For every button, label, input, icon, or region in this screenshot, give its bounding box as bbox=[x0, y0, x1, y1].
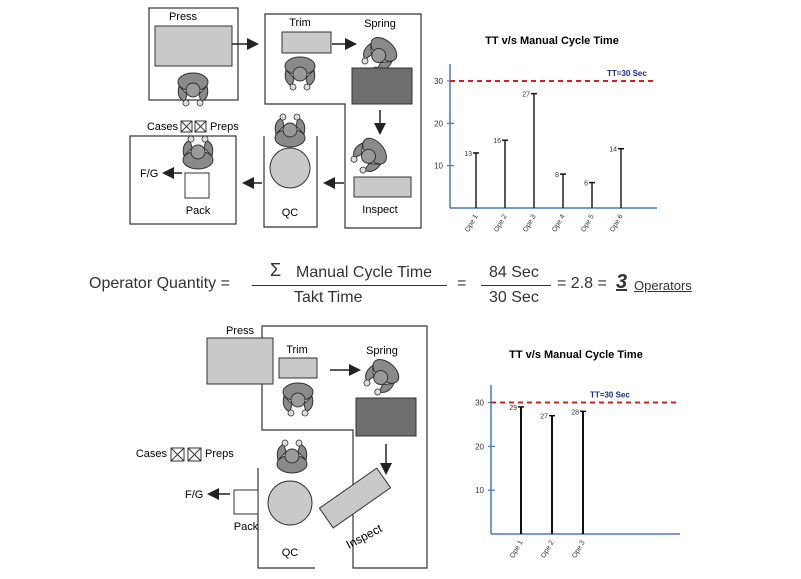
trim-spring-inspect-cell bbox=[264, 13, 422, 229]
qc-label: QC bbox=[282, 207, 299, 219]
spring-machine bbox=[351, 67, 413, 105]
case-icon bbox=[194, 120, 207, 133]
x-tick-label: Ope 5 bbox=[580, 213, 596, 233]
data-label: 28 bbox=[571, 409, 579, 416]
y-tick-label: 30 bbox=[475, 399, 484, 408]
x-tick-label: Ope 1 bbox=[509, 539, 525, 559]
trim-machine bbox=[281, 31, 332, 54]
qc-machine bbox=[269, 147, 311, 189]
operator-icon bbox=[276, 439, 308, 474]
y-tick-label: 30 bbox=[434, 77, 443, 86]
operator-icon bbox=[182, 135, 214, 170]
operator-icon bbox=[284, 56, 316, 91]
equation-result: = 2.8 = bbox=[557, 275, 607, 292]
operators-count: 3 bbox=[616, 271, 628, 293]
preps-label: Preps bbox=[205, 448, 234, 460]
x-tick-label: Ope 3 bbox=[522, 213, 538, 233]
data-label: 27 bbox=[522, 92, 530, 99]
data-label: 14 bbox=[609, 147, 617, 154]
equation-numerator: Manual Cycle Time bbox=[296, 264, 433, 281]
cell-outline bbox=[261, 325, 428, 569]
top-chart: TT v/s Manual Cycle Time 10 20 30 TT=30 Sec… bbox=[434, 35, 657, 234]
y-tick-label: 10 bbox=[434, 162, 443, 171]
spring-label: Spring bbox=[364, 18, 396, 30]
data-label: 13 bbox=[464, 151, 472, 158]
data-label: 29 bbox=[509, 405, 517, 412]
bottom-chart: TT v/s Manual Cycle Time 10 20 30 TT=30 Sec… bbox=[475, 349, 680, 560]
trim-label: Trim bbox=[289, 17, 311, 29]
sum-symbol: Σ bbox=[270, 260, 282, 280]
fg-label: F/G bbox=[185, 489, 203, 501]
data-label: 8 bbox=[555, 172, 559, 179]
case-icon bbox=[170, 447, 185, 462]
bottom-layout-diagram: Press Trim Spring Cases Preps QC Inspect… bbox=[136, 325, 428, 569]
case-icon bbox=[180, 120, 193, 133]
qc-cell bbox=[263, 136, 318, 228]
equation-num-value: 84 Sec bbox=[489, 264, 539, 281]
y-tick-label: 20 bbox=[434, 119, 443, 128]
pack-cell bbox=[129, 135, 237, 225]
equation-lhs: Operator Quantity = bbox=[89, 275, 230, 292]
press-cell bbox=[148, 7, 239, 101]
fg-label: F/G bbox=[140, 168, 158, 180]
equation-denominator: Takt Time bbox=[294, 289, 363, 306]
operator-icon bbox=[274, 113, 306, 148]
equation-den-value: 30 Sec bbox=[489, 289, 539, 306]
operator-icon bbox=[346, 133, 392, 179]
spring-label: Spring bbox=[366, 345, 398, 357]
trim-machine bbox=[278, 357, 318, 379]
press-label: Press bbox=[226, 325, 255, 337]
x-tick-label: Ope 4 bbox=[551, 213, 567, 233]
inspect-machine bbox=[318, 467, 392, 529]
operators-label: Operators bbox=[634, 278, 692, 293]
top-layout-diagram: Press Trim Spring Inspect QC Cases Preps… bbox=[129, 7, 422, 229]
operator-quantity-equation: Operator Quantity = Σ Manual Cycle Time … bbox=[0, 258, 801, 308]
fraction-line bbox=[481, 285, 551, 286]
trim-label: Trim bbox=[286, 344, 308, 356]
operator-icon bbox=[177, 72, 209, 107]
pack-box bbox=[233, 489, 259, 515]
case-icon bbox=[187, 447, 202, 462]
equation-equals: = bbox=[457, 275, 467, 292]
cases-label: Cases bbox=[136, 448, 168, 460]
x-tick-label: Ope 3 bbox=[571, 539, 587, 559]
data-label: 6 bbox=[584, 181, 588, 188]
data-label: 27 bbox=[540, 414, 548, 421]
chart-title: TT v/s Manual Cycle Time bbox=[485, 35, 619, 47]
data-label: 16 bbox=[493, 138, 501, 145]
preps-label: Preps bbox=[210, 121, 239, 133]
cases-label: Cases bbox=[147, 121, 179, 133]
x-tick-label: Ope 2 bbox=[540, 539, 556, 559]
y-tick-label: 20 bbox=[475, 442, 484, 451]
pack-box bbox=[184, 172, 210, 199]
operator-icon bbox=[358, 354, 404, 400]
inspect-label: Inspect bbox=[362, 204, 397, 216]
press-machine bbox=[206, 337, 274, 385]
press-label: Press bbox=[169, 11, 198, 23]
qc-label: QC bbox=[282, 547, 299, 559]
pack-label: Pack bbox=[186, 205, 211, 217]
takt-time-label: TT=30 Sec bbox=[590, 391, 630, 400]
spring-machine bbox=[355, 397, 417, 437]
inspect-machine bbox=[353, 176, 412, 198]
inspect-label: Inspect bbox=[344, 521, 385, 552]
takt-time-label: TT=30 Sec bbox=[607, 69, 647, 78]
y-tick-label: 10 bbox=[475, 486, 484, 495]
x-tick-label: Ope 1 bbox=[464, 213, 480, 233]
x-tick-label: Ope 2 bbox=[493, 213, 509, 233]
pack-label: Pack bbox=[234, 521, 259, 533]
inspect-station bbox=[318, 467, 392, 529]
operator-icon bbox=[282, 382, 314, 417]
fraction-line bbox=[252, 285, 447, 286]
x-tick-label: Ope 6 bbox=[609, 213, 625, 233]
press-machine bbox=[154, 25, 233, 67]
chart-title: TT v/s Manual Cycle Time bbox=[509, 349, 643, 361]
qc-machine bbox=[267, 480, 313, 526]
